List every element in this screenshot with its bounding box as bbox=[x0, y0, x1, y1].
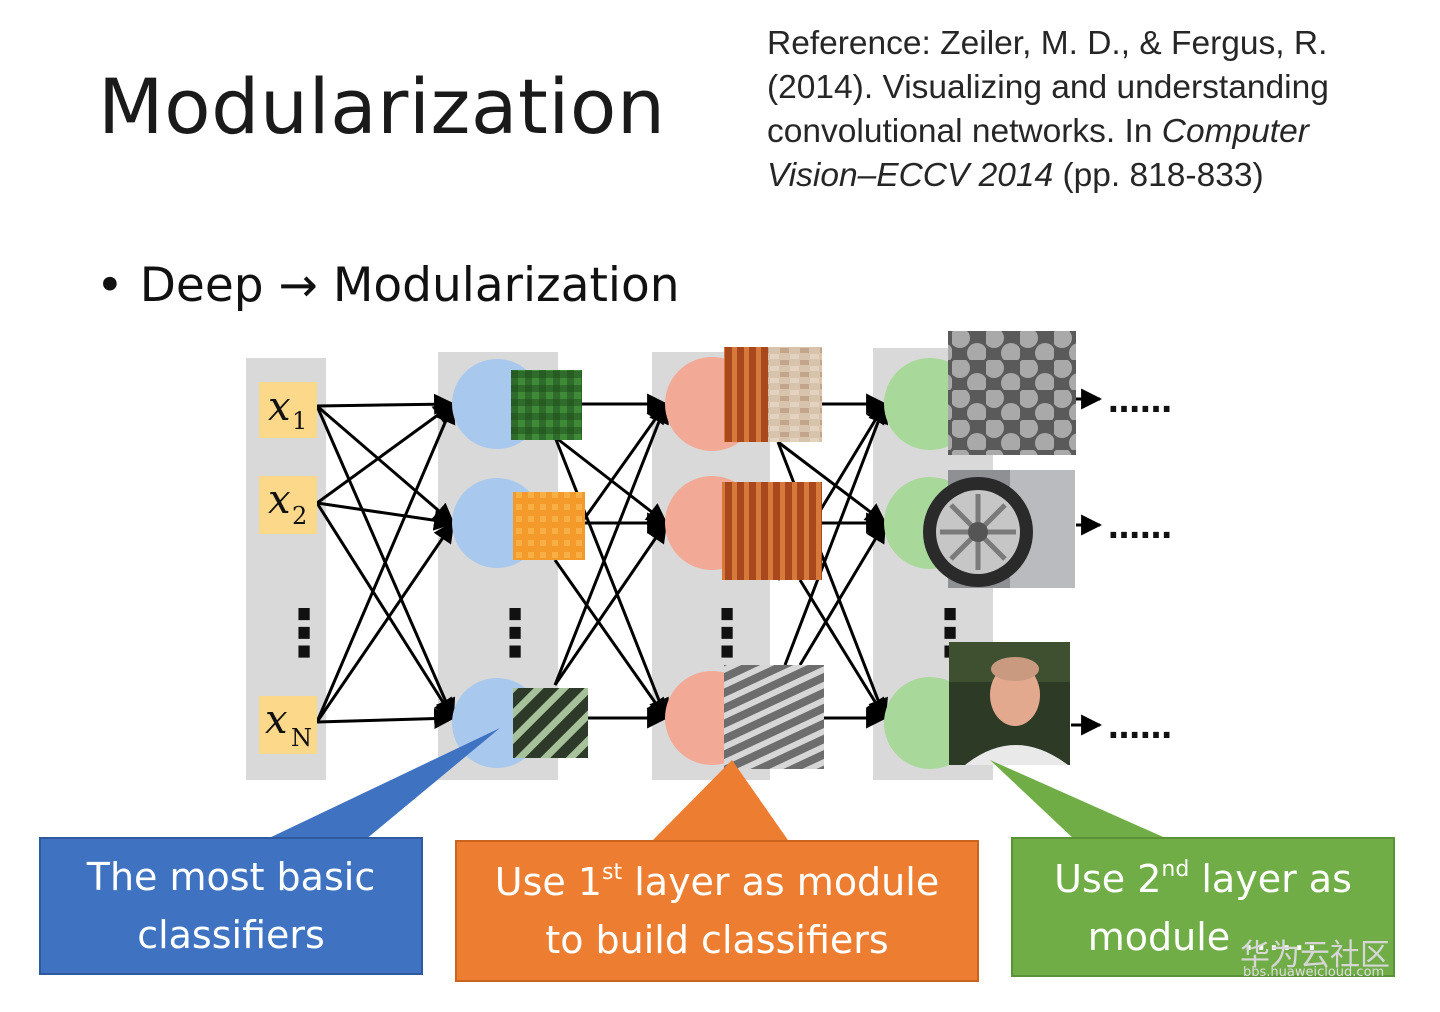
output-ellipsis-1: …… bbox=[1108, 382, 1172, 420]
blue-callout-box bbox=[39, 837, 423, 975]
input-xn: x N bbox=[259, 696, 317, 754]
layer3-feature-image-face bbox=[949, 642, 1070, 765]
orange-callout-text: Use 1st layer as module to build classif… bbox=[456, 853, 978, 969]
reference-line-4: Vision–ECCV 2014 (pp. 818-833) bbox=[767, 157, 1264, 194]
input-x1: x 1 bbox=[259, 382, 317, 438]
input-x1-label: x bbox=[268, 384, 291, 430]
green-callout-line-2: module …… bbox=[1087, 915, 1319, 959]
input-x2: x 2 bbox=[259, 476, 317, 534]
layer3-feature-image-wheel bbox=[923, 470, 1075, 588]
connections-input-layer1 bbox=[315, 393, 456, 730]
watermark-logo-text: 华为云社区 bbox=[1240, 938, 1390, 973]
green-callout-text: Use 2nd layer as module …… bbox=[1012, 850, 1394, 966]
input-xn-label: x bbox=[265, 697, 288, 743]
connections-layer1-layer2 bbox=[553, 393, 669, 729]
blue-callout-pointer bbox=[265, 728, 500, 840]
layer2-feature-image-1 bbox=[724, 347, 822, 442]
reference-venue: Computer bbox=[1161, 113, 1309, 150]
orange-callout-line-2: to build classifiers bbox=[545, 918, 889, 962]
layer1-ellipsis: ⋮ bbox=[483, 597, 547, 671]
input-x2-label: x bbox=[268, 477, 291, 523]
reference-venue-2: Vision–ECCV 2014 bbox=[767, 157, 1054, 194]
output-ellipsis-3: …… bbox=[1108, 708, 1172, 746]
page-title: Modularization bbox=[98, 62, 666, 151]
green-callout-box bbox=[1011, 837, 1395, 977]
orange-callout-pointer bbox=[650, 760, 790, 843]
output-arrows bbox=[1071, 388, 1103, 736]
orange-callout-box bbox=[455, 840, 979, 982]
green-callout-pointer bbox=[990, 760, 1170, 840]
input-ellipsis: ⋮ bbox=[272, 597, 336, 671]
reference-line-3: convolutional networks. In Computer bbox=[767, 113, 1309, 150]
blue-callout-line-2: classifiers bbox=[137, 913, 325, 957]
layer2-feature-image-3 bbox=[724, 665, 824, 769]
input-xn-sub: N bbox=[291, 724, 312, 752]
layer1-feature-image-2 bbox=[513, 492, 585, 560]
watermark-url: bbs.huaweicloud.com bbox=[1243, 965, 1385, 980]
reference-line-2: (2014). Visualizing and understanding bbox=[767, 69, 1329, 106]
orange-callout-line-1: Use 1st layer as module bbox=[494, 860, 940, 904]
layer1-feature-image-3 bbox=[513, 688, 588, 758]
layer1-feature-image-1 bbox=[511, 370, 582, 440]
bullet-text: Deep → Modularization bbox=[139, 258, 680, 313]
output-ellipsis-2: …… bbox=[1108, 508, 1172, 546]
input-x2-sub: 2 bbox=[292, 502, 307, 530]
input-x1-sub: 1 bbox=[292, 407, 307, 435]
bullet-point: • Deep → Modularization bbox=[96, 258, 680, 313]
layer2-feature-image-2 bbox=[722, 482, 822, 580]
layer2-ellipsis: ⋮ bbox=[695, 597, 759, 671]
reference-line-1: Reference: Zeiler, M. D., & Fergus, R. bbox=[767, 25, 1328, 62]
bullet-dot: • bbox=[96, 258, 124, 313]
reference-citation: Reference: Zeiler, M. D., & Fergus, R. (… bbox=[767, 22, 1407, 198]
blue-callout-text: The most basic classifiers bbox=[40, 848, 422, 964]
green-callout-line-1: Use 2nd layer as bbox=[1054, 857, 1352, 901]
layer3-feature-image-hexagon bbox=[948, 331, 1076, 455]
blue-callout-line-1: The most basic bbox=[86, 855, 376, 899]
